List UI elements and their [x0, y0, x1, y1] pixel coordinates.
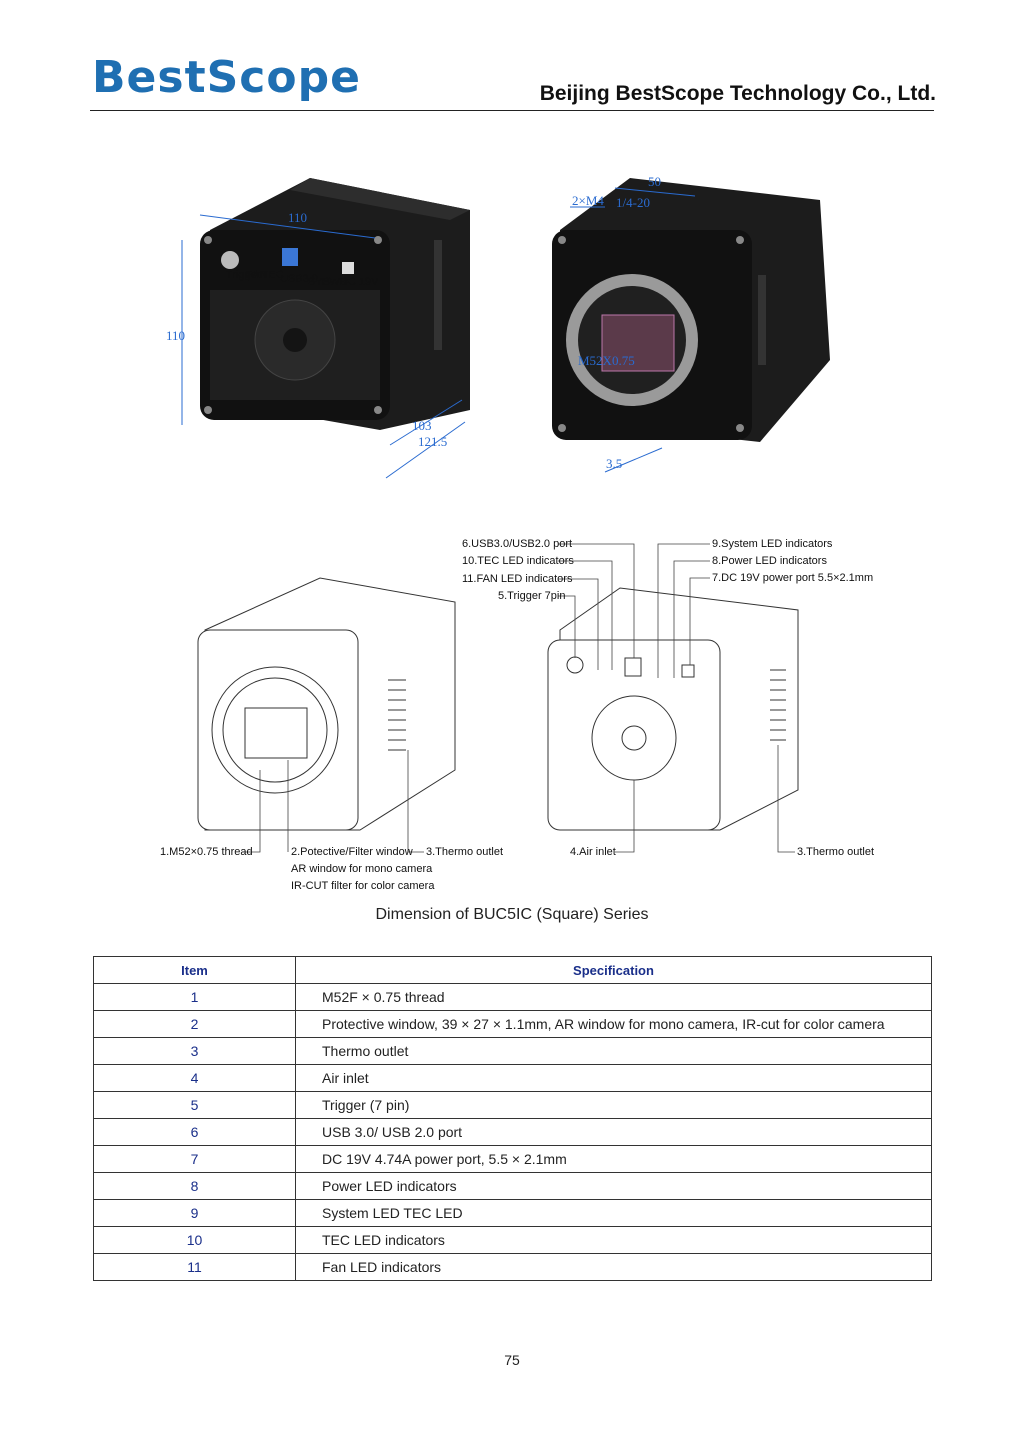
port-label-tec: TEC [262, 269, 284, 281]
spec-cell: System LED TEC LED [295, 1199, 932, 1227]
bestscope-logo: BestScope [92, 52, 361, 103]
port-label-sys: SYS [308, 276, 330, 288]
callout-3b: 3.Thermo outlet [797, 846, 874, 858]
dim-top: 50 [648, 174, 661, 189]
item-cell: 7 [93, 1145, 296, 1173]
callout-8: 8.Power LED indicators [712, 555, 827, 567]
callout-1: 1.M52×0.75 thread [160, 846, 253, 858]
spec-cell: Trigger (7 pin) [295, 1091, 932, 1119]
spec-cell: TEC LED indicators [295, 1226, 932, 1254]
spec-cell: DC 19V 4.74A power port, 5.5 × 2.1mm [295, 1145, 932, 1173]
callout-3a: 3.Thermo outlet [426, 846, 503, 858]
callout-10: 10.TEC LED indicators [462, 555, 574, 567]
camera-photos: Trigger FAN TEC USB3.0 SYS PWR DC 19V 11… [166, 174, 830, 479]
callout-11: 11.FAN LED indicators [462, 573, 573, 585]
header-item: Item [93, 956, 296, 984]
port-label-pwr: PWR [322, 276, 348, 288]
dim-thread: 1/4-20 [616, 195, 650, 210]
spec-cell: Protective window, 39 × 27 × 1.1mm, AR w… [295, 1010, 932, 1038]
header-specification: Specification [295, 956, 932, 984]
item-cell: 6 [93, 1118, 296, 1146]
dim-depth-2: 121.5 [418, 434, 447, 449]
dim-depth-1: 103 [412, 418, 432, 433]
item-cell: 4 [93, 1064, 296, 1092]
item-cell: 8 [93, 1172, 296, 1200]
callout-6: 6.USB3.0/USB2.0 port [462, 538, 572, 550]
dim-height: 110 [166, 328, 185, 343]
logo-text: BestScope [92, 52, 361, 103]
callout-7: 7.DC 19V power port 5.5×2.1mm [712, 572, 873, 584]
camera-back-drawing [547, 587, 799, 831]
callout-2c: IR-CUT filter for color camera [291, 880, 435, 892]
item-cell: 10 [93, 1226, 296, 1254]
callout-4: 4.Air inlet [570, 846, 616, 858]
callout-2b: AR window for mono camera [291, 863, 433, 875]
dim-holes: 2×M4 [572, 193, 604, 208]
table-header-row: Item Specification [93, 956, 932, 984]
port-label-trigger: Trigger [226, 269, 261, 281]
spec-cell: Power LED indicators [295, 1172, 932, 1200]
item-cell: 2 [93, 1010, 296, 1038]
port-label-usb: USB3.0 [280, 273, 318, 285]
company-name: Beijing BestScope Technology Co., Ltd. [539, 82, 936, 105]
port-label-fan: FAN [246, 269, 267, 281]
dim-width: 110 [288, 210, 307, 225]
page-number: 75 [504, 1352, 520, 1368]
spec-cell: USB 3.0/ USB 2.0 port [295, 1118, 932, 1146]
camera-front-drawing [197, 577, 456, 831]
spec-cell: Air inlet [295, 1064, 932, 1092]
item-cell: 11 [93, 1253, 296, 1281]
dim-flange: 3.5 [606, 456, 622, 471]
line-drawing-callouts: 6.USB3.0/USB2.0 port 10.TEC LED indicato… [160, 538, 874, 892]
camera-front-photo: 2×M4 1/4-20 50 M52X0.75 3.5 [552, 174, 830, 473]
callout-5: 5.Trigger 7pin [498, 590, 565, 602]
callout-9: 9.System LED indicators [712, 538, 833, 550]
item-cell: 3 [93, 1037, 296, 1065]
spec-cell: Fan LED indicators [295, 1253, 932, 1281]
spec-cell: M52F × 0.75 thread [295, 983, 932, 1011]
item-cell: 1 [93, 983, 296, 1011]
header-rule [90, 110, 934, 111]
callout-2a: 2.Potective/Filter window [291, 846, 413, 858]
dim-mount: M52X0.75 [578, 353, 635, 368]
item-cell: 9 [93, 1199, 296, 1227]
camera-back-photo: Trigger FAN TEC USB3.0 SYS PWR DC 19V 11… [166, 178, 470, 479]
figure-caption: Dimension of BUC5IC (Square) Series [375, 906, 649, 923]
port-label-dc: DC 19V [340, 276, 379, 288]
item-cell: 5 [93, 1091, 296, 1119]
spec-cell: Thermo outlet [295, 1037, 932, 1065]
